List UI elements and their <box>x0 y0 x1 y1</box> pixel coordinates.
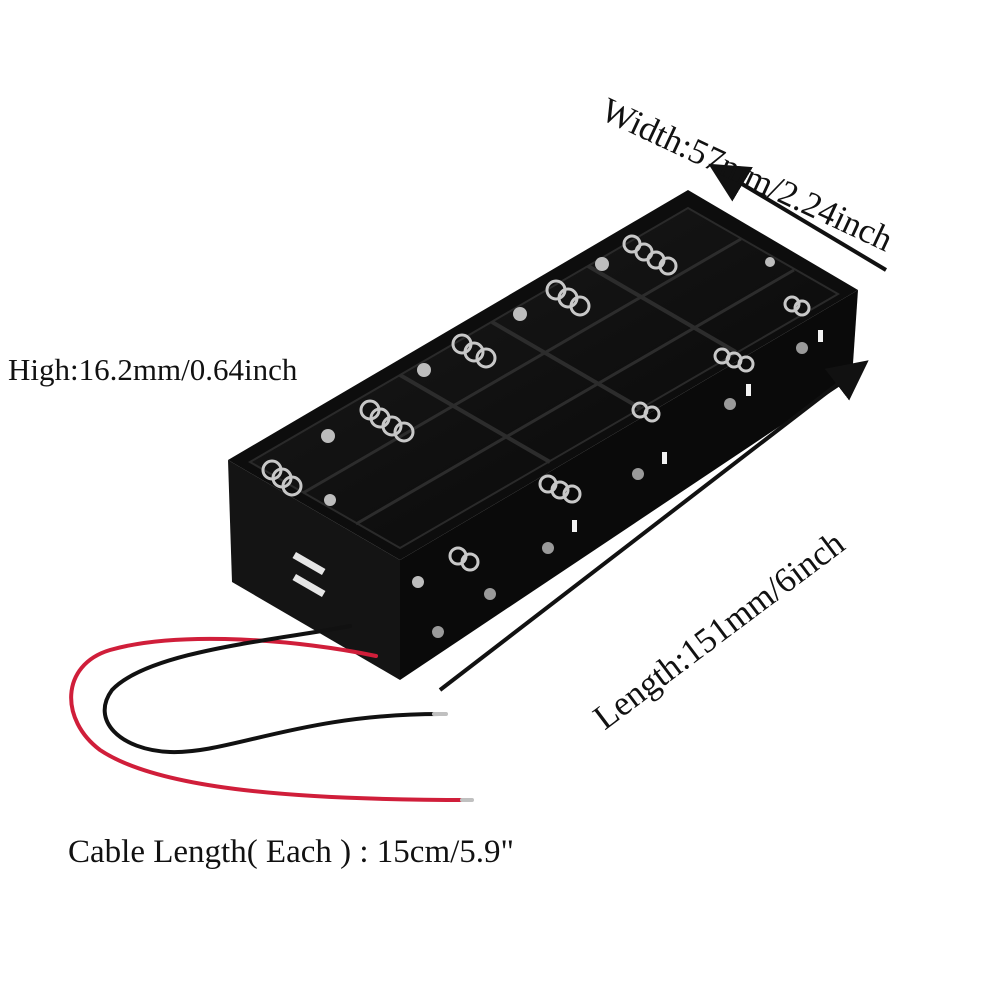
front-slots <box>292 552 326 598</box>
red-wire <box>69 636 472 802</box>
side-rivets <box>432 342 808 638</box>
black-wire <box>102 624 442 755</box>
holder-cavity <box>247 206 841 550</box>
spring-contacts <box>261 234 811 572</box>
height-label: High:16.2mm/0.64inch <box>8 352 298 387</box>
length-arrow <box>438 360 869 692</box>
cable-length-label: Cable Length( Each ) : 15cm/5.9" <box>68 834 514 870</box>
battery-holder <box>228 190 858 680</box>
holder-side-wall <box>400 290 858 680</box>
flat-contacts <box>321 257 775 588</box>
cell-dividers <box>302 237 795 526</box>
cell-cross-dividers <box>398 264 738 464</box>
lead-wires <box>69 624 474 802</box>
side-slots <box>572 330 823 532</box>
width-arrow <box>708 163 888 272</box>
